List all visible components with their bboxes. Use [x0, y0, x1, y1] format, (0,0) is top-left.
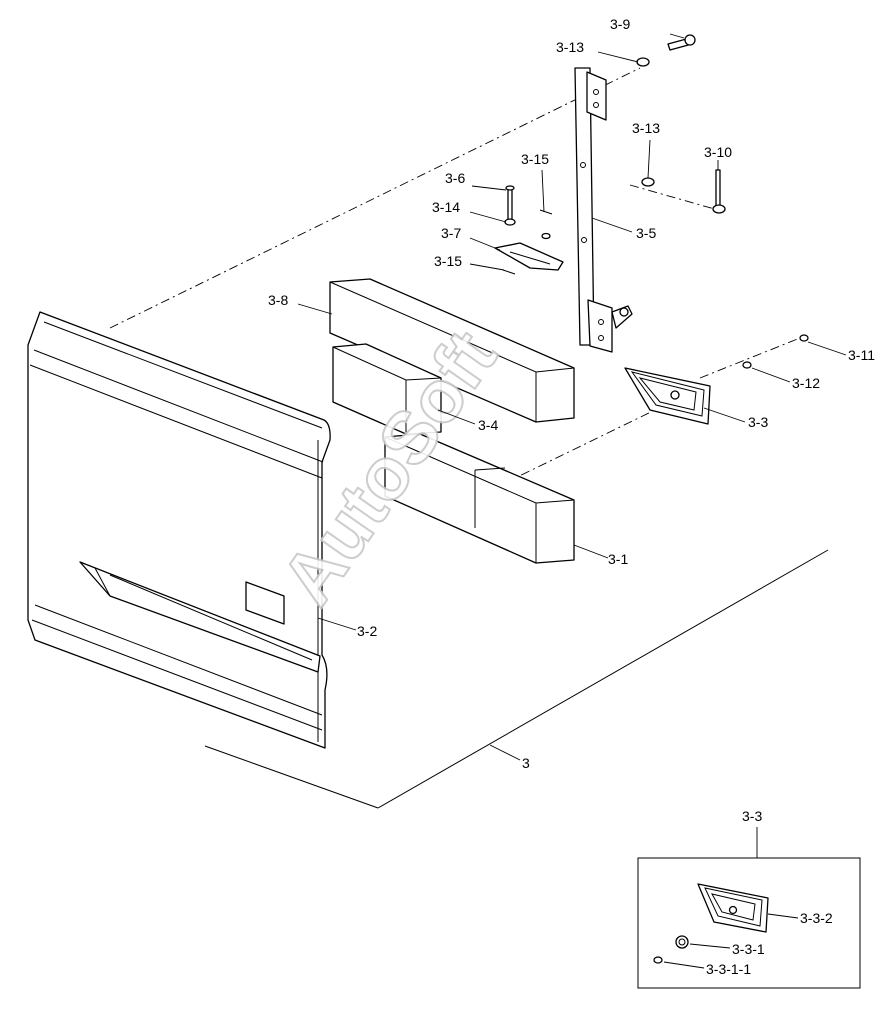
label-3-2: 3-2 [357, 623, 377, 639]
inset-detail: 3-3 3-3-2 3-3-1 3-3-1-1 [637, 808, 861, 989]
label-3-6: 3-6 [445, 170, 465, 186]
label-3-14: 3-14 [432, 199, 460, 215]
label-3-15-top: 3-15 [521, 151, 549, 167]
label-3-13-top: 3-13 [556, 39, 584, 55]
label-3-7: 3-7 [441, 225, 461, 241]
label-3-3-1: 3-3-1 [732, 941, 765, 957]
handle-assembly [624, 367, 711, 425]
label-3-4: 3-4 [478, 417, 498, 433]
leader-lines [297, 33, 847, 761]
inset-frame [637, 857, 861, 989]
insulation-blocks [329, 278, 575, 564]
hinge-strap [574, 67, 633, 353]
label-3-15-bottom: 3-15 [434, 253, 462, 269]
fasteners [494, 34, 809, 369]
label-3: 3 [522, 755, 530, 771]
label-3-11: 3-11 [848, 347, 875, 363]
label-3-9: 3-9 [610, 16, 630, 32]
label-3-10: 3-10 [704, 144, 732, 160]
label-3-8: 3-8 [268, 292, 288, 308]
label-3-3-1-1: 3-3-1-1 [706, 961, 751, 977]
label-3-3: 3-3 [748, 414, 768, 430]
label-3-5: 3-5 [636, 225, 656, 241]
label-3-1: 3-1 [608, 551, 628, 567]
label-3-13-mid: 3-13 [632, 120, 660, 136]
inset-title: 3-3 [742, 808, 762, 824]
door-panel [27, 311, 331, 749]
label-3-12: 3-12 [792, 375, 820, 391]
label-3-3-2: 3-3-2 [800, 910, 833, 926]
assembly-boundary [109, 67, 829, 809]
callout-labels: 3-9 3-13 3-13 3-10 3-15 3-6 3-14 3-7 3-1… [268, 16, 875, 771]
